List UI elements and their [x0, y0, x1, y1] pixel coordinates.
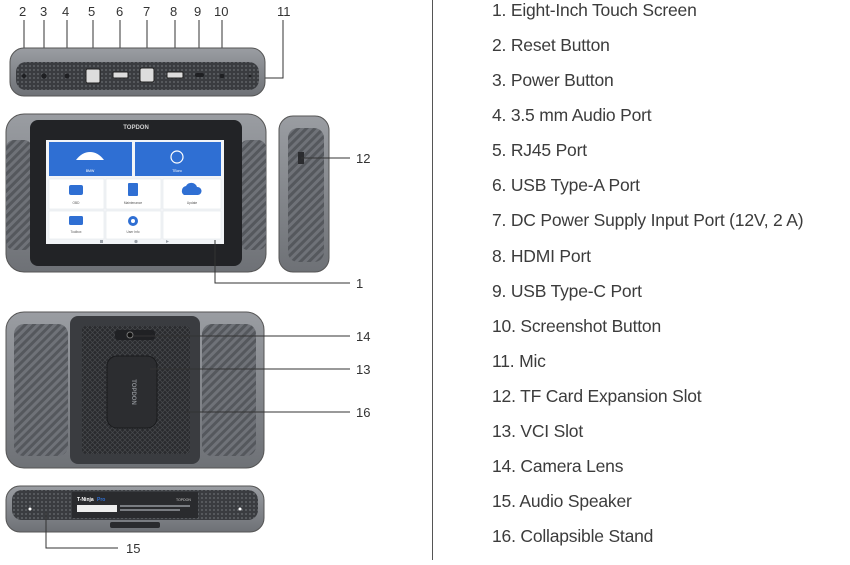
document-icon [128, 183, 138, 196]
usb-c-port [195, 73, 204, 77]
legend-item-4: 4. 3.5 mm Audio Port [492, 105, 652, 125]
legend-item-5: 5. RJ45 Port [492, 140, 587, 160]
callout-3: 3 [40, 4, 47, 19]
toolbox-icon [69, 216, 83, 225]
callout-1: 1 [356, 276, 363, 291]
callout-8: 8 [170, 4, 177, 19]
screen-tile-toolbox: Toolbox [69, 216, 83, 234]
reset-button-hole [21, 73, 27, 79]
usb-a-port [112, 71, 129, 79]
cloud-upload-icon [181, 182, 202, 195]
legend-item-15: 15. Audio Speaker [492, 491, 632, 511]
power-button [41, 73, 47, 79]
svg-text:TBoro: TBoro [172, 169, 182, 173]
callout-13: 13 [356, 362, 370, 377]
callout-15: 15 [126, 541, 140, 556]
screen-tile-bmw: BMW [49, 142, 132, 176]
callout-9: 9 [194, 4, 201, 19]
column-divider [432, 0, 433, 560]
front-brand-logo: TOPDON [123, 125, 149, 131]
legend-item-10: 10. Screenshot Button [492, 316, 661, 336]
hdmi-port [166, 71, 184, 79]
rj45-port [85, 68, 101, 84]
wireless-icon [170, 150, 184, 164]
screenshot-button [219, 73, 225, 79]
screen-tile-tboro: TBoro [135, 142, 221, 176]
legend-item-12: 12. TF Card Expansion Slot [492, 386, 702, 406]
callout-10: 10 [214, 4, 228, 19]
svg-text:Toolbox: Toolbox [71, 230, 82, 234]
legend-item-8: 8. HDMI Port [492, 246, 591, 266]
back-view: TOPDON 14 13 16 [5, 311, 370, 469]
callout-11: 11 [277, 4, 291, 19]
legend-item-1: 1. Eight-Inch Touch Screen [492, 0, 697, 20]
audio-port [64, 73, 70, 79]
legend-item-13: 13. VCI Slot [492, 421, 583, 441]
screen-tile-update: Update [181, 182, 202, 205]
device-illustration: 2 3 4 5 6 7 8 9 10 11 [5, 4, 370, 556]
bottom-brand-label: TOPDON [176, 498, 191, 502]
car-icon [76, 152, 104, 160]
callout-12: 12 [356, 151, 370, 166]
screen-tile-maintenance: Maintenance [124, 183, 142, 205]
port-row [21, 67, 252, 84]
svg-text:Maintenance: Maintenance [124, 201, 142, 205]
side-view [278, 115, 330, 273]
legend-item-16: 16. Collapsible Stand [492, 526, 654, 546]
legend-item-3: 3. Power Button [492, 70, 614, 90]
dc-power-port [139, 67, 155, 83]
callout-7: 7 [143, 4, 150, 19]
legend-item-7: 7. DC Power Supply Input Port (12V, 2 A) [492, 210, 804, 230]
svg-text:Update: Update [187, 201, 198, 205]
callout-5: 5 [88, 4, 95, 19]
svg-text:OBD: OBD [73, 201, 81, 205]
callout-6: 6 [116, 4, 123, 19]
front-view: TOPDON BMW TBoro OBD Maintenance [5, 113, 370, 291]
vci-module [106, 355, 158, 429]
callout-16: 16 [356, 405, 370, 420]
vci-brand-logo: TOPDON [130, 379, 136, 405]
top-view: 2 3 4 5 6 7 8 9 10 11 [9, 4, 291, 97]
product-name-label: T-Ninja [77, 497, 94, 503]
camera-lens [126, 331, 134, 339]
legend-item-2: 2. Reset Button [492, 35, 610, 55]
svg-text:User Info: User Info [127, 230, 140, 234]
screen-tile-user-info: User Info [127, 216, 140, 234]
callout-4: 4 [62, 4, 69, 19]
legend-item-6: 6. USB Type-A Port [492, 175, 640, 195]
legend-item-14: 14. Camera Lens [492, 456, 624, 476]
callout-14: 14 [356, 329, 370, 344]
legend-item-9: 9. USB Type-C Port [492, 281, 642, 301]
screen-tile-obd: OBD [69, 185, 83, 205]
obd-connector-icon [69, 185, 83, 195]
product-suffix-label: Pro [97, 497, 105, 503]
bottom-view: T-Ninja Pro TOPDON 15 [5, 485, 265, 556]
legend-item-11: 11. Mic [492, 351, 546, 371]
callout-2: 2 [19, 4, 26, 19]
svg-text:BMW: BMW [86, 169, 95, 173]
mic-hole [248, 74, 252, 78]
